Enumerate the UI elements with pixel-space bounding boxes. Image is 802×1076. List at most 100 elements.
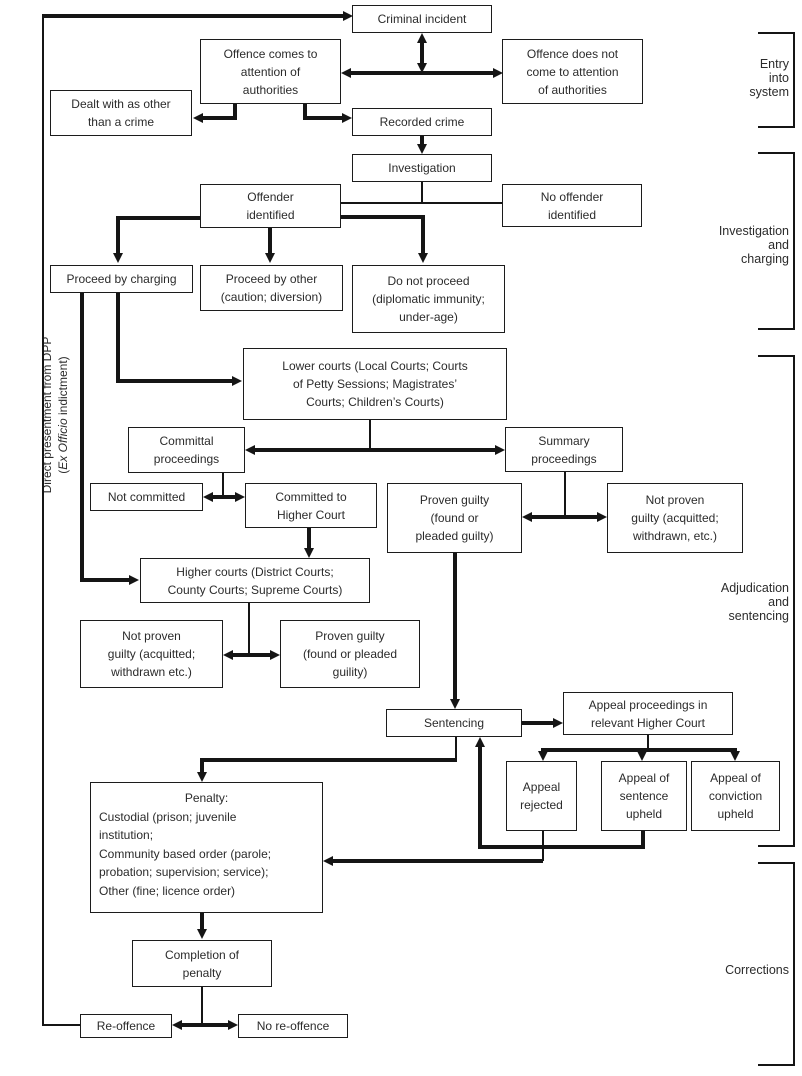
connector-offender-left-vertical [116, 216, 120, 255]
arrowhead-into-proceed-other [265, 253, 275, 263]
connector-feedback-bottom [42, 1024, 80, 1026]
connector-committal-summary [251, 448, 499, 452]
connector-lower-courts-down [369, 420, 371, 452]
bracket-entry-bottom-tick [758, 126, 795, 128]
connector-feedback-top [42, 14, 344, 18]
bracket-corrections-top-tick [758, 862, 795, 864]
box-lower-courts: Lower courts (Local Courts; Courts of Pe… [243, 348, 507, 420]
bracket-adjudication-bottom-tick [758, 845, 795, 847]
arrowhead-into-proceed-charging [113, 253, 123, 263]
connector-investigation-split [341, 202, 502, 204]
box-proceed-by-other: Proceed by other (caution; diversion) [200, 265, 343, 311]
connector-proven-notproven-summary [528, 515, 601, 519]
bracket-corrections-vertical [793, 862, 795, 1066]
box-penalty: Penalty: Custodial (prison; juvenile ins… [90, 782, 323, 913]
connector-notcommitted-committed [209, 495, 239, 499]
box-criminal-incident: Criminal incident [352, 5, 492, 33]
box-recorded-crime: Recorded crime [352, 108, 492, 136]
box-not-proven-guilty-higher: Not proven guilty (acquitted; withdrawn … [80, 620, 223, 688]
bracket-investigation-bottom-tick [758, 328, 795, 330]
box-offender-identified: Offender identified [200, 184, 341, 228]
stage-label-adjudication-and-sentencing: Adjudication and sentencing [720, 581, 789, 623]
box-appeal-proceedings: Appeal proceedings in relevant Higher Co… [563, 692, 733, 735]
arrowhead-into-dealt-with [193, 113, 203, 123]
arrowhead-into-not-committed [203, 492, 213, 502]
arrowhead-into-committed-higher [235, 492, 245, 502]
box-appeal-sentence-upheld: Appeal of sentence upheld [601, 761, 687, 831]
connector-offender-bottom-vertical [268, 228, 272, 255]
arrowhead-into-completion [197, 929, 207, 939]
box-appeal-rejected: Appeal rejected [506, 761, 577, 831]
arrowhead-into-offence-attention [341, 68, 351, 78]
connector-appeal-proceedings-down [647, 735, 649, 750]
penalty-body: Custodial (prison; juvenile institution;… [99, 809, 272, 898]
box-offence-does-not-come-to-attention: Offence does not come to attention of au… [502, 39, 643, 104]
connector-sentencing-down [455, 737, 457, 762]
box-do-not-proceed: Do not proceed (diplomatic immunity; und… [352, 265, 505, 333]
connector-dealt-stub-horizontal [202, 116, 237, 120]
connector-offender-right-vertical [421, 215, 425, 255]
connector-offender-right-horizontal [341, 215, 425, 219]
connector-recorded-investigation [420, 136, 424, 146]
connector-criminal-offence-vertical [420, 40, 424, 66]
connector-rejected-penalty-horizontal [332, 859, 543, 863]
connector-sentencing-penalty-horizontal [200, 758, 457, 762]
arrowhead-into-offence-no-attention [493, 68, 503, 78]
arrowhead-into-appeal-sentence-upheld [637, 751, 647, 761]
connector-offender-left-horizontal [116, 216, 200, 220]
connector-penalty-top-vertical [200, 758, 204, 774]
connector-penalty-completion [200, 913, 204, 931]
direct-presentment-label: Direct presentment from DPP (Ex Officio … [40, 305, 74, 525]
bracket-entry-top-tick [758, 32, 795, 34]
stage-label-corrections: Corrections [725, 963, 789, 977]
direct-presentment-line2: (Ex Officio indictment) [55, 356, 70, 474]
bracket-investigation-top-tick [758, 152, 795, 154]
arrowhead-into-sentencing-bottom [475, 737, 485, 747]
arrowhead-into-criminal-incident [343, 11, 353, 21]
arrowhead-into-re-offence [172, 1020, 182, 1030]
connector-completion-down [201, 987, 203, 1025]
arrowhead-down-offence-line [417, 63, 427, 73]
box-dealt-with-as-other: Dealt with as other than a crime [50, 90, 192, 136]
penalty-title: Penalty: [184, 791, 229, 805]
connector-sentencing-appeal [522, 721, 555, 725]
connector-offence-horizontal [349, 71, 495, 75]
connector-dealt-stub-vertical [233, 104, 237, 120]
arrowhead-into-penalty-right [323, 856, 333, 866]
stage-label-entry-into-system: Entry into system [749, 57, 789, 99]
connector-charging-lowercourts-horizontal [116, 379, 233, 383]
connector-proven-sentencing-vertical [453, 553, 457, 701]
arrowhead-into-investigation [417, 144, 427, 154]
arrowhead-into-appeal-proceedings [553, 718, 563, 728]
box-no-offender-identified: No offender identified [502, 184, 642, 227]
connector-feedback-vertical [42, 14, 44, 1026]
box-not-proven-guilty-summary: Not proven guilty (acquitted; withdrawn,… [607, 483, 743, 553]
connector-investigation-down [421, 182, 423, 204]
arrowhead-into-no-re-offence [228, 1020, 238, 1030]
arrowhead-into-higher-courts-top [304, 548, 314, 558]
connector-recorded-stub-vertical [303, 104, 307, 120]
bracket-corrections-bottom-tick [758, 1064, 795, 1066]
arrowhead-into-appeal-conviction-upheld [730, 751, 740, 761]
box-appeal-conviction-upheld: Appeal of conviction upheld [691, 761, 780, 831]
box-committal-proceedings: Committal proceedings [128, 427, 245, 473]
box-investigation: Investigation [352, 154, 492, 182]
connector-reoffence-noreoffence [178, 1023, 232, 1027]
connector-sentence-upheld-horizontal [478, 845, 645, 849]
box-re-offence: Re-offence [80, 1014, 172, 1038]
box-no-re-offence: No re-offence [238, 1014, 348, 1038]
connector-appeal-distribution [541, 748, 737, 752]
connector-recorded-stub-horizontal [303, 116, 343, 120]
arrowhead-into-recorded-crime [342, 113, 352, 123]
connector-committed-higher-vertical [307, 528, 311, 550]
arrowhead-into-notproven-summary [597, 512, 607, 522]
connector-charging-lowercourts-vertical [116, 293, 120, 383]
box-offence-comes-to-attention: Offence comes to attention of authoritie… [200, 39, 341, 104]
connector-direct-presentment-vertical [80, 293, 84, 582]
box-higher-courts: Higher courts (District Courts; County C… [140, 558, 370, 603]
connector-summary-down [564, 472, 566, 517]
arrowhead-into-proven-higher [270, 650, 280, 660]
bracket-investigation-vertical [793, 152, 795, 330]
box-completion-of-penalty: Completion of penalty [132, 940, 272, 987]
